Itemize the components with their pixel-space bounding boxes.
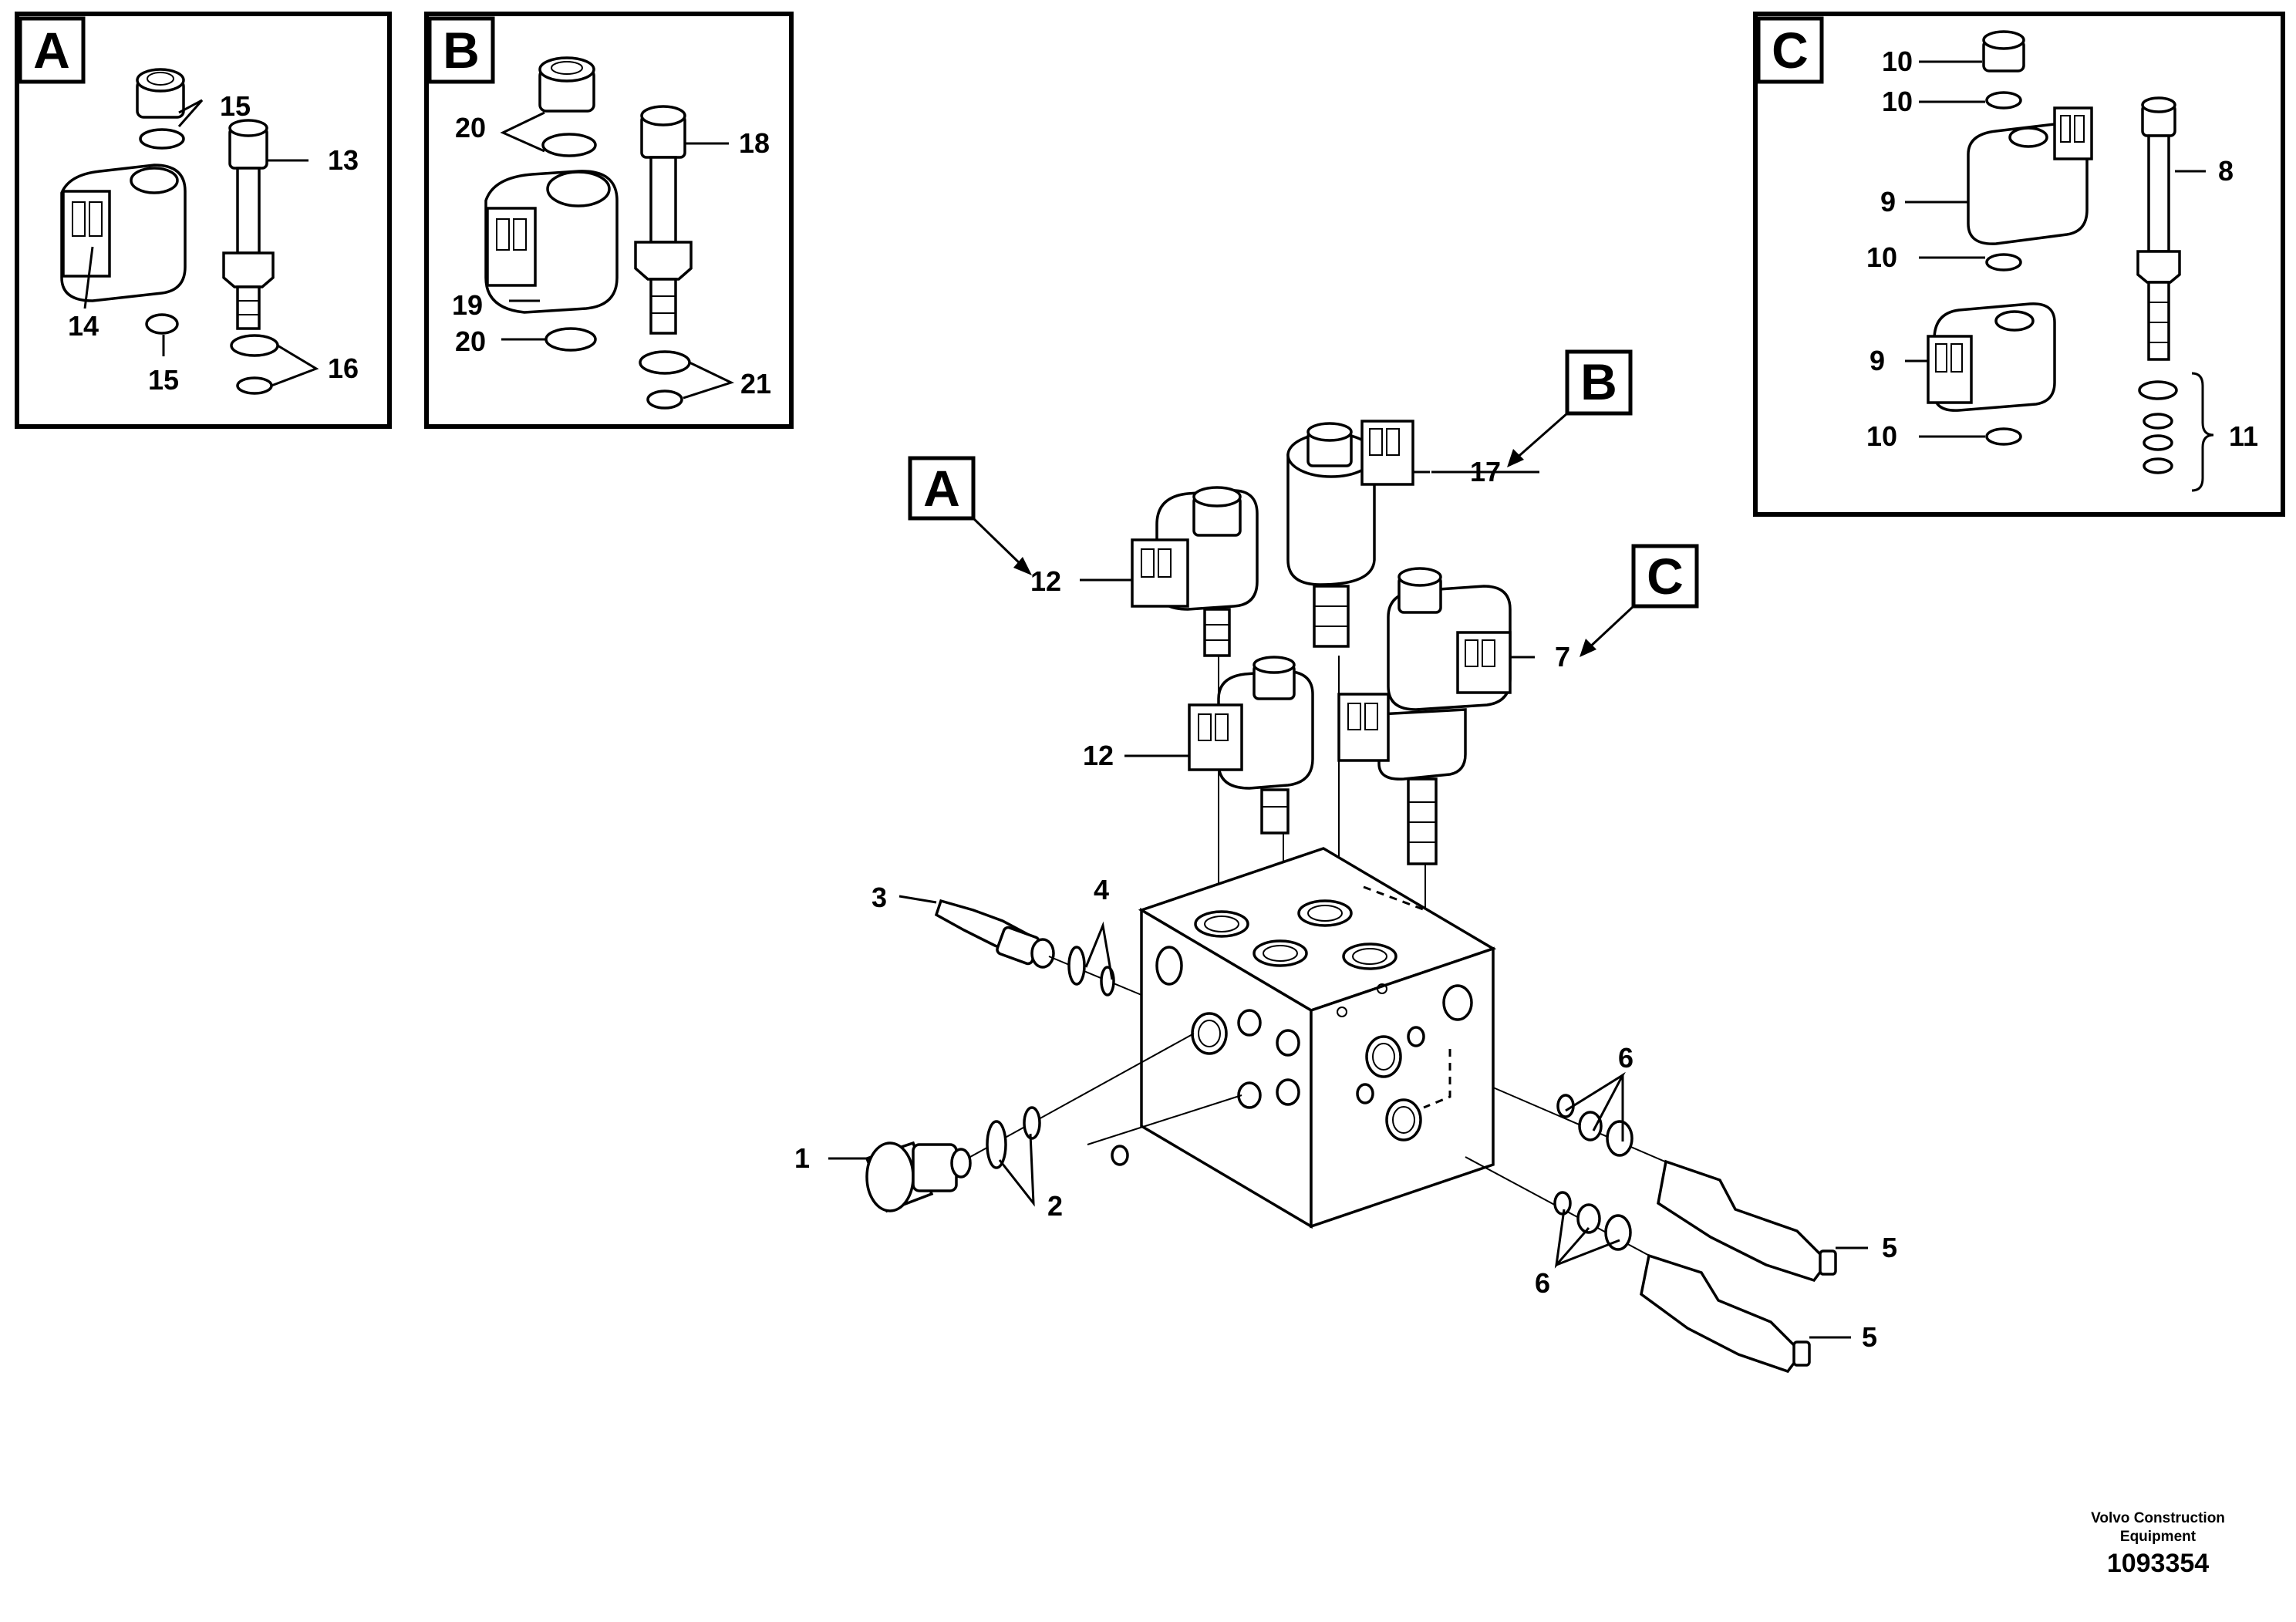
o-ring-icon xyxy=(1985,91,2022,110)
o-ring-icon xyxy=(1606,1120,1633,1157)
callout: 2 xyxy=(1047,1190,1063,1222)
detail-box-c-label: C xyxy=(1772,22,1809,79)
callout: 6 xyxy=(1618,1042,1633,1074)
callout: 7 xyxy=(1555,641,1570,673)
o-ring-icon xyxy=(544,327,597,352)
callout: 1 xyxy=(794,1142,810,1174)
callout: 10 xyxy=(1866,241,1897,273)
callout: 18 xyxy=(739,127,770,159)
callout: 20 xyxy=(455,325,486,357)
o-ring-icon xyxy=(1067,946,1086,986)
svg-text:B: B xyxy=(1580,353,1617,410)
callout: 16 xyxy=(328,352,359,384)
solenoid-coil-icon xyxy=(484,170,619,314)
cartridge-valve-5-upper xyxy=(1657,1159,1837,1283)
solenoid-valve-7 xyxy=(1337,567,1512,865)
solenoid-valve-icon xyxy=(2136,96,2181,361)
detail-box-a-label: A xyxy=(33,22,70,79)
seal-ring-icon xyxy=(646,389,683,410)
callout: 20 xyxy=(455,112,486,143)
callout: 19 xyxy=(452,289,483,321)
callout: 12 xyxy=(1083,740,1114,771)
solenoid-valve-icon xyxy=(634,105,693,335)
callout: 15 xyxy=(148,364,179,396)
o-ring-icon xyxy=(1985,427,2022,446)
o-ring-icon xyxy=(986,1120,1007,1169)
drawing-number: 1093354 xyxy=(2107,1549,2209,1578)
solenoid-valve-12-upper xyxy=(1131,486,1259,657)
nut-icon xyxy=(538,56,595,113)
detail-box-c: C xyxy=(1753,12,2285,517)
nut-icon xyxy=(1982,30,2025,73)
company-name: Volvo Construction xyxy=(2091,1510,2225,1526)
o-ring-icon xyxy=(1553,1191,1572,1216)
callout: 10 xyxy=(1882,86,1913,117)
o-ring-icon xyxy=(1578,1111,1603,1141)
solenoid-valve-12-lower xyxy=(1188,656,1314,835)
callout: 11 xyxy=(2229,420,2258,452)
callout: 17 xyxy=(1470,456,1501,487)
nut-icon xyxy=(136,68,185,119)
section-tag-c: C xyxy=(1580,544,1699,657)
section-tag-a: A xyxy=(908,456,1032,575)
pressure-sensor-3 xyxy=(934,899,1055,969)
solenoid-valve-17 xyxy=(1286,420,1414,648)
o-ring-icon xyxy=(139,128,185,150)
section-tag-b: B xyxy=(1507,349,1633,467)
company-name-line2: Equipment xyxy=(2120,1529,2197,1545)
o-ring-icon xyxy=(145,313,179,335)
detail-box-b: B 20 18 xyxy=(424,12,794,429)
o-ring-icon xyxy=(230,334,279,357)
callout: 4 xyxy=(1094,874,1109,905)
o-ring-icon xyxy=(1985,253,2022,271)
callout: 10 xyxy=(1882,46,1913,77)
plug-icon xyxy=(1111,1145,1129,1166)
solenoid-coil-icon xyxy=(1967,106,2093,245)
callout: 15 xyxy=(220,90,251,122)
detail-box-b-label: B xyxy=(443,22,480,79)
svg-text:C: C xyxy=(1647,548,1684,605)
callout: 12 xyxy=(1030,565,1061,597)
o-ring-icon xyxy=(2143,434,2173,451)
cartridge-valve-5-lower xyxy=(1640,1253,1811,1374)
solenoid-coil-icon xyxy=(60,164,187,302)
callout: 9 xyxy=(1880,186,1896,218)
callout: 5 xyxy=(1862,1321,1877,1353)
o-ring-icon xyxy=(541,133,597,157)
callout: 8 xyxy=(2218,155,2234,187)
relief-valve-plug-1 xyxy=(865,1141,972,1213)
callout: 14 xyxy=(68,310,99,342)
callout: 9 xyxy=(1870,345,1885,376)
callout: 6 xyxy=(1535,1267,1550,1299)
callout: 21 xyxy=(740,368,771,400)
o-ring-icon xyxy=(1576,1203,1601,1234)
drawing-footer: Volvo Construction Equipment 1093354 xyxy=(2091,1510,2225,1578)
callout: 10 xyxy=(1866,420,1897,452)
callout: 5 xyxy=(1882,1232,1897,1263)
seal-ring-icon xyxy=(236,376,273,395)
detail-box-a: A xyxy=(15,12,392,429)
callout: 13 xyxy=(328,144,359,176)
o-ring-icon xyxy=(2143,413,2173,430)
o-ring-icon xyxy=(2138,380,2178,400)
solenoid-coil-icon xyxy=(1927,302,2056,412)
svg-text:A: A xyxy=(923,460,960,517)
o-ring-icon xyxy=(2143,457,2173,474)
main-exploded-view: A B C xyxy=(794,349,1897,1374)
o-ring-icon xyxy=(1604,1214,1632,1251)
valve-block xyxy=(1138,847,1497,1229)
callout: 3 xyxy=(872,882,887,913)
o-ring-icon xyxy=(1023,1106,1041,1140)
solenoid-valve-icon xyxy=(222,119,275,330)
o-ring-icon xyxy=(639,350,691,375)
